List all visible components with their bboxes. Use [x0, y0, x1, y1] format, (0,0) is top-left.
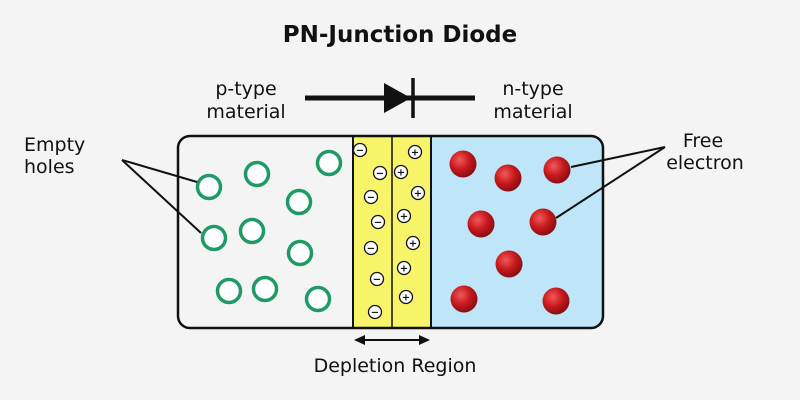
empty-hole-icon [251, 275, 279, 303]
negative-ion-icon: − [370, 214, 386, 230]
empty-hole-icon [215, 277, 243, 305]
diagram-title: PN-Junction Diode [283, 22, 518, 48]
svg-text:+: + [411, 148, 419, 159]
negative-ions-group: − − − − − − − [352, 142, 388, 320]
double-headed-arrow-icon [354, 335, 430, 345]
svg-text:+: + [400, 264, 408, 275]
negative-ion-icon: − [363, 240, 379, 256]
empty-holes-label-line2: holes [24, 156, 75, 178]
positive-ion-icon: + [405, 235, 421, 251]
free-electron-pointer-lines [555, 146, 666, 219]
svg-text:−: − [371, 308, 379, 319]
positive-ions-group: + + + + + + + [393, 144, 426, 305]
empty-holes-label-line1: Empty [24, 134, 85, 156]
svg-text:+: + [414, 189, 422, 200]
free-electron-icon [529, 208, 557, 236]
positive-ion-icon: + [398, 289, 414, 305]
svg-text:+: + [397, 168, 405, 179]
empty-hole-icon [200, 224, 228, 252]
positive-ion-icon: + [396, 208, 412, 224]
negative-ion-icon: − [369, 271, 385, 287]
positive-ion-icon: + [396, 260, 412, 276]
empty-hole-icon [304, 285, 332, 313]
empty-hole-icon [286, 239, 314, 267]
svg-text:+: + [402, 293, 410, 304]
svg-text:−: − [376, 169, 384, 180]
empty-hole-icon [238, 217, 266, 245]
negative-ion-icon: − [363, 189, 379, 205]
negative-ion-icon: − [352, 142, 368, 158]
positive-ion-icon: + [407, 144, 423, 160]
p-type-label-line1: p-type [215, 78, 276, 100]
free-electron-icon [543, 156, 571, 184]
svg-text:−: − [374, 218, 382, 229]
empty-hole-icon [243, 160, 271, 188]
n-type-label-line2: material [493, 101, 572, 123]
free-electron-icon [450, 285, 478, 313]
electrons-group [449, 150, 571, 315]
positive-ion-icon: + [410, 185, 426, 201]
positive-ion-icon: + [393, 164, 409, 180]
free-electron-icon [467, 210, 495, 238]
negative-ion-icon: − [372, 165, 388, 181]
negative-ion-icon: − [367, 304, 383, 320]
empty-hole-icon [315, 149, 343, 177]
free-electron-icon [449, 150, 477, 178]
p-type-label-line2: material [206, 101, 285, 123]
n-type-label-line1: n-type [502, 78, 563, 100]
svg-text:−: − [367, 244, 375, 255]
free-electron-icon [494, 164, 522, 192]
free-electron-label-line2: electron [666, 152, 744, 174]
empty-hole-icon [285, 188, 313, 216]
svg-text:+: + [400, 212, 408, 223]
svg-text:+: + [409, 239, 417, 250]
holes-group [195, 149, 343, 313]
depletion-region-label: Depletion Region [314, 355, 477, 377]
empty-holes-pointer-lines [121, 159, 202, 234]
svg-text:−: − [367, 193, 375, 204]
empty-hole-icon [195, 173, 223, 201]
svg-text:−: − [356, 146, 364, 157]
device-outline [176, 134, 605, 330]
diode-symbol-icon [305, 78, 475, 118]
free-electron-icon [542, 287, 570, 315]
svg-text:−: − [373, 275, 381, 286]
free-electron-label-line1: Free [683, 130, 723, 152]
free-electron-icon [495, 250, 523, 278]
